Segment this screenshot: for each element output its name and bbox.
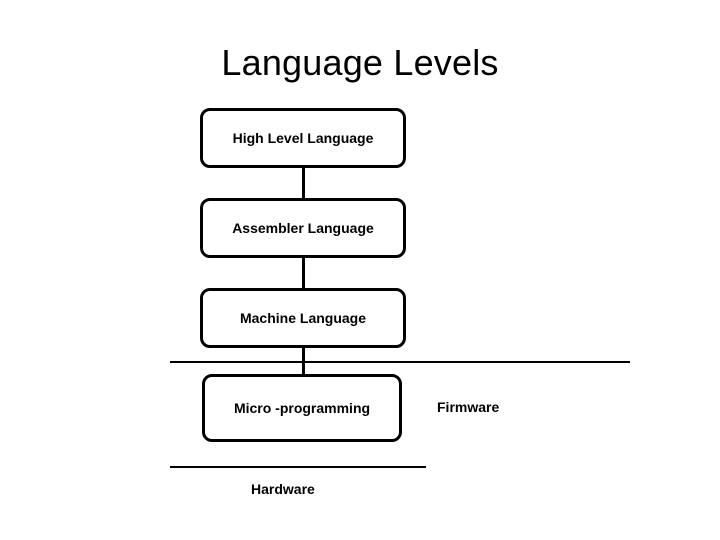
box-machine-language-label: Machine Language <box>239 310 367 326</box>
page-title: Language Levels <box>221 42 499 83</box>
caption-hardware: Hardware <box>251 481 315 497</box>
connector-machine-to-micro <box>302 346 305 392</box>
box-high-level-language[interactable]: High Level Language <box>200 108 406 168</box>
separator-line-firmware <box>170 361 630 363</box>
separator-line-hardware <box>170 466 426 468</box>
caption-firmware: Firmware <box>437 399 500 415</box>
box-machine-language[interactable]: Machine Language <box>200 288 406 348</box>
box-micro-programming[interactable]: Micro -programming <box>202 374 402 442</box>
connector-assembler-to-machine <box>302 256 305 302</box>
box-assembler-language-label: Assembler Language <box>232 220 374 236</box>
box-assembler-language[interactable]: Assembler Language <box>200 198 406 258</box>
connector-high-to-assembler <box>302 166 305 212</box>
box-high-level-language-label: High Level Language <box>232 130 374 146</box>
box-micro-programming-label: Micro -programming <box>233 400 371 416</box>
